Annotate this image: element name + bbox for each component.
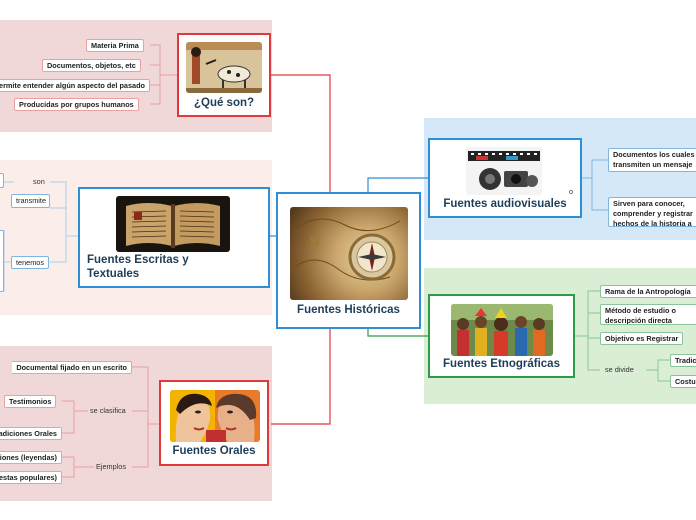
- escritas-node[interactable]: Fuentes Escritas y Textuales: [78, 187, 270, 288]
- leaf-entender-pasado[interactable]: Permite entender algún aspecto del pasad…: [0, 79, 150, 92]
- leaf-costumbres[interactable]: Costumbres: [670, 375, 696, 388]
- leaf-documentos-imagenes[interactable]: Documentos los cuales transmiten un mens…: [608, 148, 696, 172]
- center-node[interactable]: Fuentes Históricas: [276, 192, 421, 329]
- leaf-producidas-grupos[interactable]: Producidas por grupos humanos: [14, 98, 139, 111]
- orales-node[interactable]: Fuentes Orales: [159, 380, 269, 466]
- egyptian-painting-image: [186, 42, 262, 93]
- leaf-documental-fijado[interactable]: Documental fijado en un escrito: [12, 361, 132, 374]
- old-book-image: [116, 196, 230, 252]
- tribal-people-image: [451, 304, 553, 356]
- film-equipment-image: [466, 147, 542, 195]
- leaf-documentos-objetos[interactable]: Documentos, objetos, etc: [42, 59, 141, 72]
- clipped-leaf-1[interactable]: [0, 173, 4, 188]
- que-son-title: ¿Qué son?: [193, 97, 255, 109]
- compass-icon: [294, 218, 401, 281]
- node-tenemos[interactable]: tenemos: [11, 256, 49, 269]
- label-o: o: [569, 187, 574, 196]
- orales-title: Fuentes Orales: [172, 445, 256, 457]
- label-son: son: [33, 177, 45, 186]
- leaf-testimonios[interactable]: Testimonios: [4, 395, 57, 408]
- leaf-tradiciones-leyendas[interactable]: Tradiciones (leyendas): [0, 451, 62, 464]
- faces-artwork-image: [170, 390, 260, 442]
- label-ejemplos: Ejemplos: [96, 462, 127, 471]
- leaf-metodo-estudio[interactable]: Método de estudio o descripción directa: [600, 304, 696, 325]
- node-transmite[interactable]: transmite: [11, 194, 50, 208]
- leaf-tradiciones-orales[interactable]: Tradiciones Orales: [0, 427, 62, 440]
- label-se-clasifica: se clasifica: [90, 406, 126, 415]
- audiovisuales-node[interactable]: Fuentes audiovisuales: [428, 138, 582, 218]
- etnograficas-title: Fuentes Etnográficas: [443, 358, 560, 370]
- old-map-compass-image: [290, 207, 408, 300]
- leaf-tradiciones[interactable]: Tradiciones: [670, 354, 696, 367]
- clipped-leaf-2[interactable]: [0, 230, 4, 292]
- leaf-sirven-conocer[interactable]: Sirven para conocer, comprender y regist…: [608, 197, 696, 227]
- escritas-title: Fuentes Escritas y Textuales: [87, 254, 189, 280]
- leaf-objetivo-registrar[interactable]: Objetivo es Registrar: [600, 332, 684, 345]
- leaf-materia-prima[interactable]: Materia Prima: [86, 39, 144, 52]
- label-se-divide: se divide: [605, 365, 634, 374]
- leaf-rama-antropologia[interactable]: Rama de la Antropología: [600, 285, 696, 298]
- etnograficas-node[interactable]: Fuentes Etnográficas: [428, 294, 575, 378]
- center-title: Fuentes Históricas: [297, 304, 400, 316]
- leaf-fiestas-populares[interactable]: Fiestas populares): [0, 471, 62, 484]
- audiovisuales-title: Fuentes audiovisuales: [443, 198, 567, 210]
- que-son-node[interactable]: ¿Qué son?: [177, 33, 271, 117]
